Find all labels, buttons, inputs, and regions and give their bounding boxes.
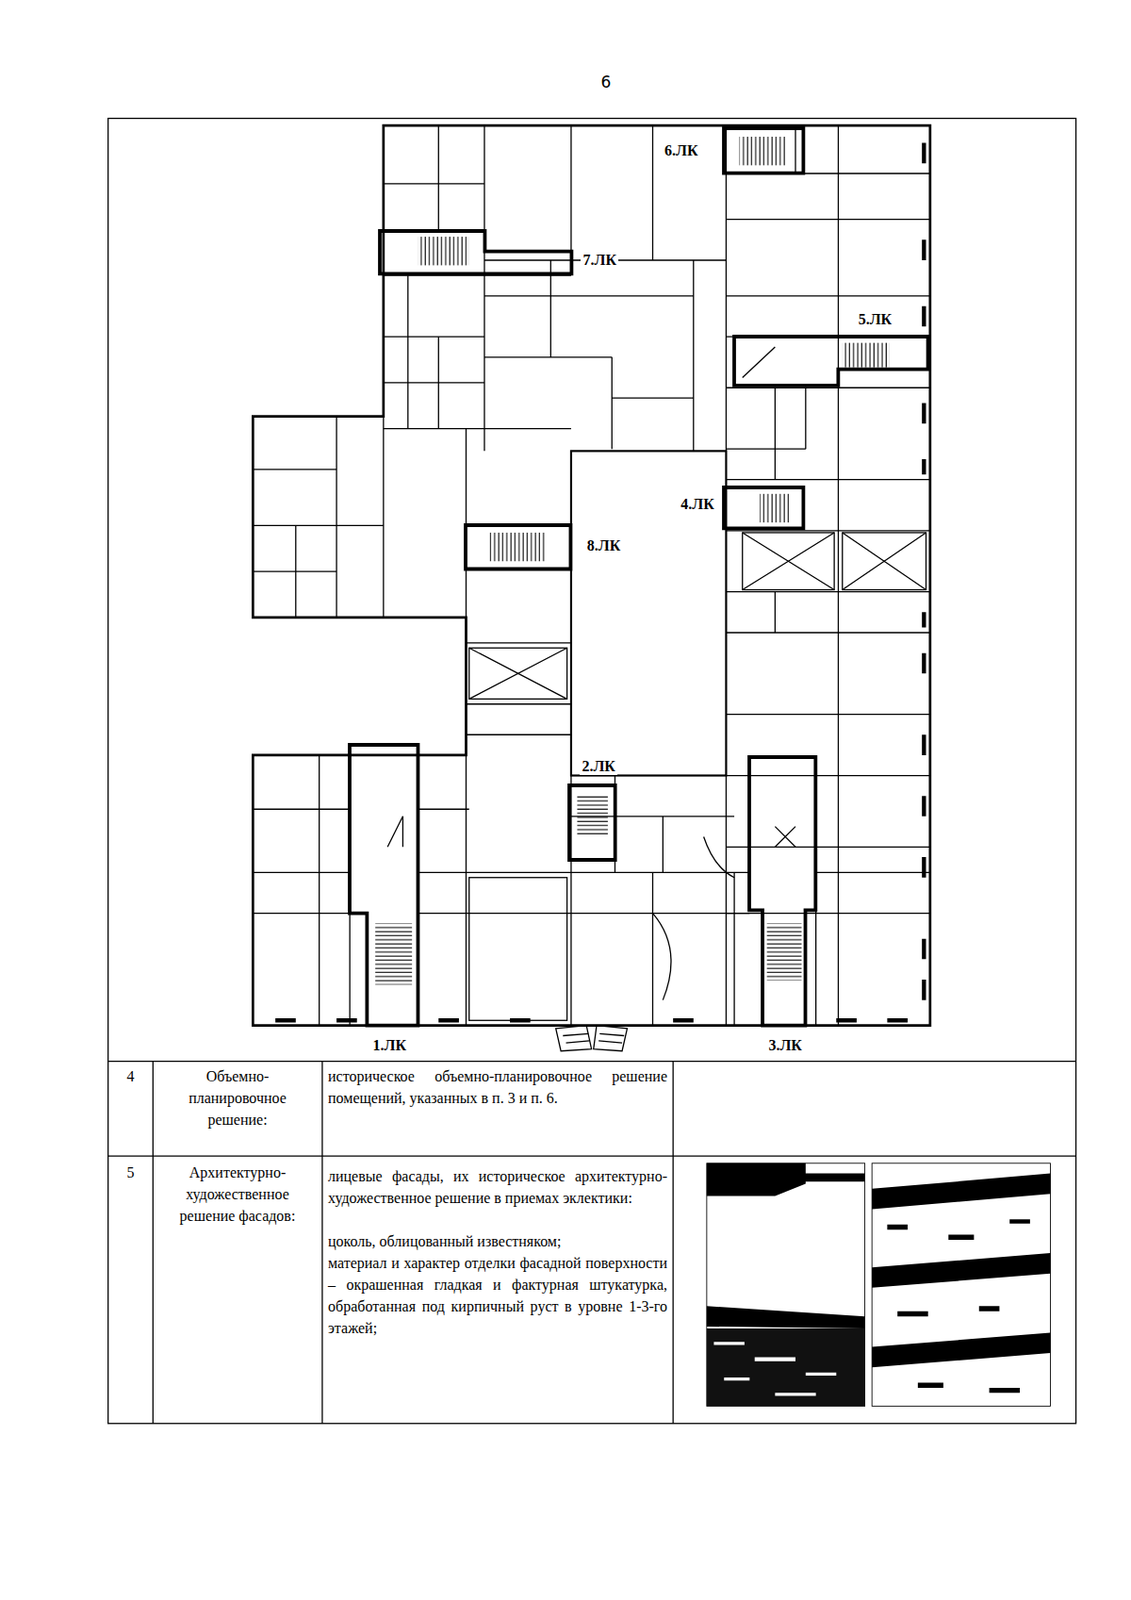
staircase-border [723, 487, 804, 528]
staircase-label: 1.ЛК [371, 1036, 410, 1054]
facade-photo [706, 1163, 1051, 1407]
staircase-border [749, 756, 816, 1026]
staircase-border-line [379, 230, 572, 274]
staircase-border [723, 128, 804, 174]
floor-plan [252, 125, 930, 1051]
staircase-outline: 4.ЛК [723, 487, 804, 528]
staircase-border-line [734, 336, 929, 386]
staircase-border-line [723, 128, 804, 174]
staircase-border [379, 230, 572, 274]
staircase-outline: 5.ЛК [734, 336, 929, 386]
row-number: 5 [108, 1161, 153, 1183]
table-cell-heading: Архитектурно-художественное решение фаса… [158, 1161, 317, 1227]
staircase-label: 4.ЛК [678, 495, 717, 513]
staircase-outline: 7.ЛК [379, 230, 572, 274]
row-number: 4 [108, 1065, 153, 1087]
staircase-outline: 2.ЛК [569, 785, 616, 860]
table-grid [108, 118, 1077, 1424]
staircase-outline: 6.ЛК [723, 128, 804, 174]
staircase-border [349, 744, 418, 1026]
staircase-label: 5.ЛК [856, 311, 895, 328]
staircase-border-line [349, 744, 418, 1026]
staircase-label: 3.ЛК [766, 1036, 804, 1054]
table-cell-column: лицевые фасады, их историческое архитект… [327, 1164, 668, 1339]
staircase-outline: 3.ЛК [749, 756, 816, 1026]
staircase-outline: 8.ЛК [465, 524, 571, 570]
table-cell-text: историческое объемно-планировочное решен… [327, 1065, 668, 1109]
staircase-border [569, 785, 616, 860]
staircase-label: 8.ЛК [585, 537, 623, 555]
staircase-label: 2.ЛК [579, 757, 618, 775]
staircase-border-line [723, 487, 804, 528]
staircase-border-line [465, 524, 571, 570]
table-cell-text: лицевые фасады, их историческое архитект… [327, 1164, 668, 1209]
staircase-label: 7.ЛК [580, 251, 619, 269]
staircase-border [734, 336, 929, 386]
staircase-border-line [749, 756, 816, 1026]
table-cell-text: цоколь, облицованный известняком; [327, 1229, 668, 1252]
staircase-border [465, 524, 571, 570]
page-number: 6 [568, 71, 644, 94]
table-cell-heading: Объемно-планировочное решение: [158, 1065, 317, 1131]
table-cell-text: материал и характер отделки фасадной пов… [327, 1251, 668, 1339]
staircase-outline: 1.ЛК [349, 744, 418, 1026]
staircase-label: 6.ЛК [662, 142, 701, 160]
staircase-border-line [569, 785, 616, 860]
